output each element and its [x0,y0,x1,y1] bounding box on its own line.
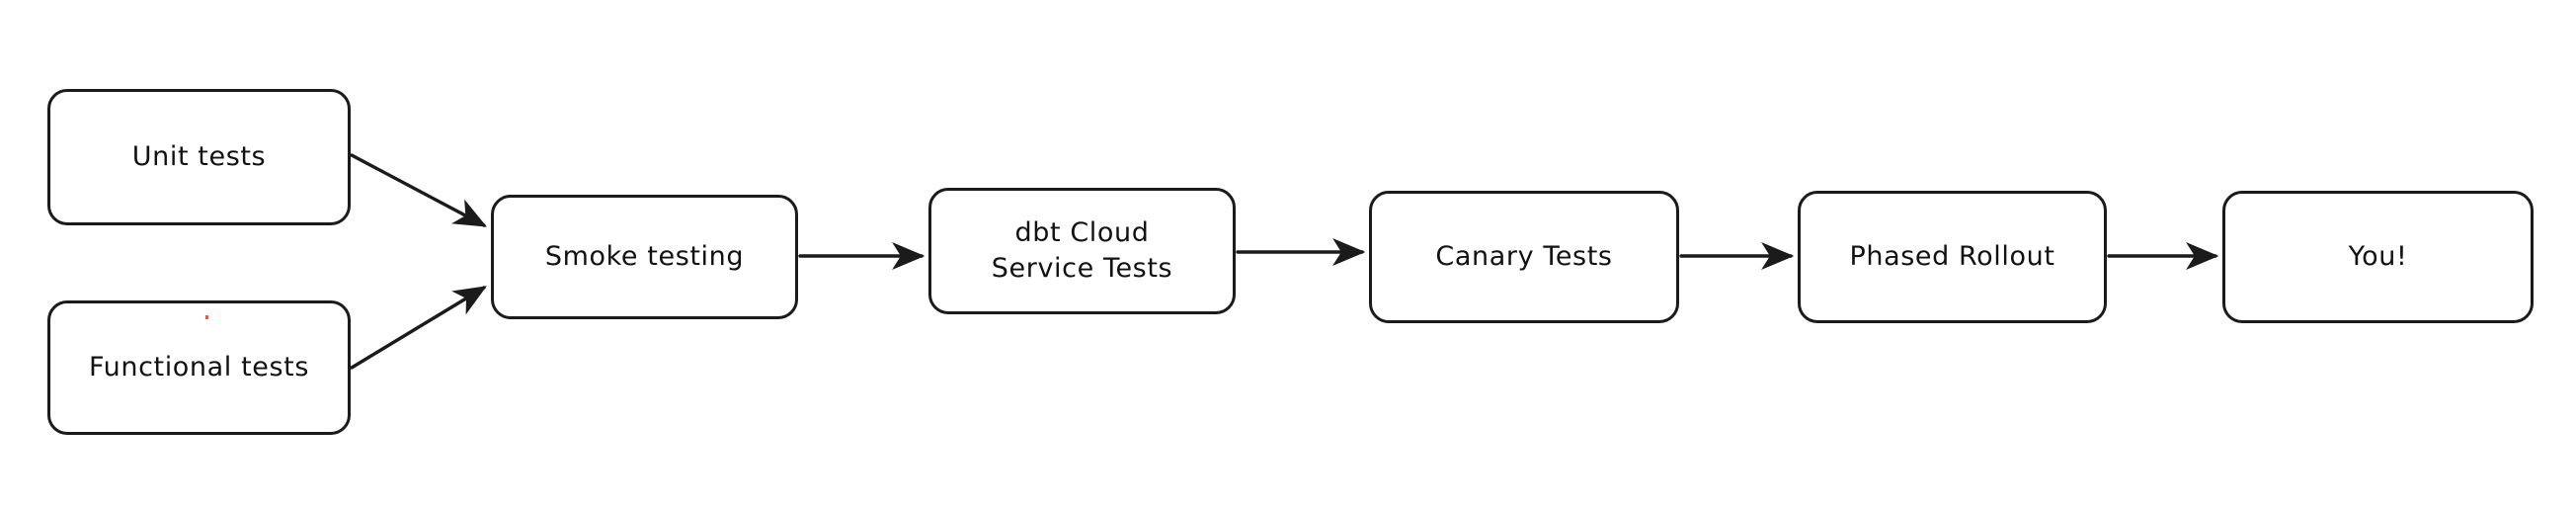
node-canary-tests[interactable]: Canary Tests [1369,191,1679,323]
edge-unit-tests-to-smoke-testing [350,153,488,227]
edge-functional-tests-to-smoke-testing [350,286,487,370]
red-speck-artifact [205,315,208,319]
node-phased-rollout[interactable]: Phased Rollout [1798,191,2107,323]
node-canary-tests-label: Canary Tests [1435,241,1613,273]
node-phased-rollout-label: Phased Rollout [1849,241,2055,273]
node-dbt-cloud-service-tests[interactable]: dbt Cloud Service Tests [928,188,1236,314]
node-unit-tests-label: Unit tests [131,141,267,173]
node-dbt-cloud-service-tests-label: dbt Cloud Service Tests [991,217,1173,284]
node-smoke-testing[interactable]: Smoke testing [491,195,798,319]
node-you-label: You! [2348,241,2408,273]
node-unit-tests[interactable]: Unit tests [47,89,351,225]
node-you[interactable]: You! [2222,191,2534,323]
node-functional-tests-label: Functional tests [89,352,309,383]
node-smoke-testing-label: Smoke testing [544,241,745,273]
node-functional-tests[interactable]: Functional tests [47,300,351,435]
